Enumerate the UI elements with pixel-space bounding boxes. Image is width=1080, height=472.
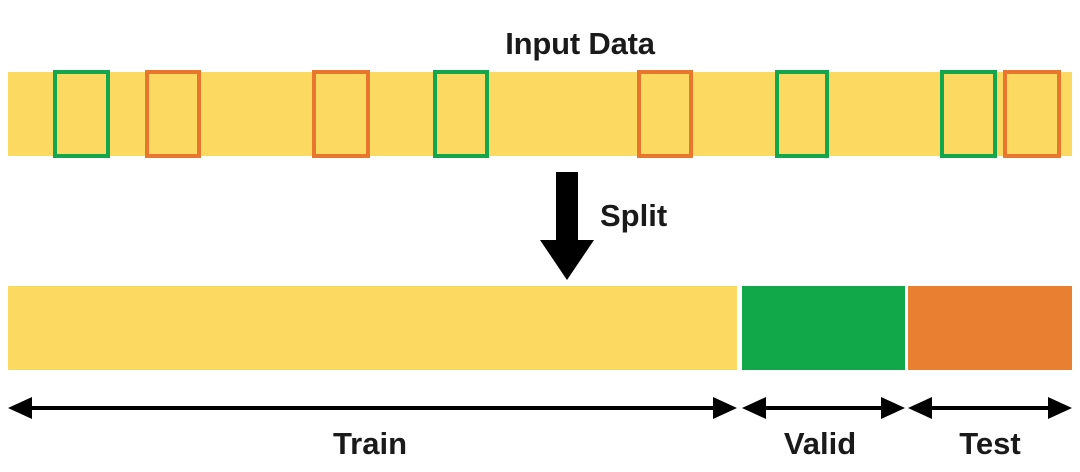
split-label: Split (600, 198, 668, 233)
input-window-orange-5 (637, 70, 693, 158)
split-segment-valid (742, 286, 905, 370)
input-window-green-7 (940, 70, 997, 158)
split-arrow-icon (540, 172, 594, 280)
input-window-green-4 (433, 70, 489, 158)
input-window-orange-8 (1003, 70, 1061, 158)
page-title: Input Data (0, 26, 1080, 62)
input-data-bar (8, 72, 1072, 156)
input-window-orange-3 (312, 70, 370, 158)
measure-arrow-test (908, 392, 1072, 424)
measure-arrow-valid (742, 392, 905, 424)
split-segment-train (8, 286, 737, 370)
input-window-orange-2 (145, 70, 201, 158)
measure-arrow-train (8, 392, 737, 424)
input-window-green-6 (775, 70, 829, 158)
split-segment-test (908, 286, 1072, 370)
segment-label-valid: Valid (783, 426, 857, 461)
input-window-green-1 (53, 70, 110, 158)
segment-label-test: Test (959, 426, 1021, 461)
segment-label-train: Train (332, 426, 408, 461)
page-title-text: Input Data (505, 26, 655, 61)
